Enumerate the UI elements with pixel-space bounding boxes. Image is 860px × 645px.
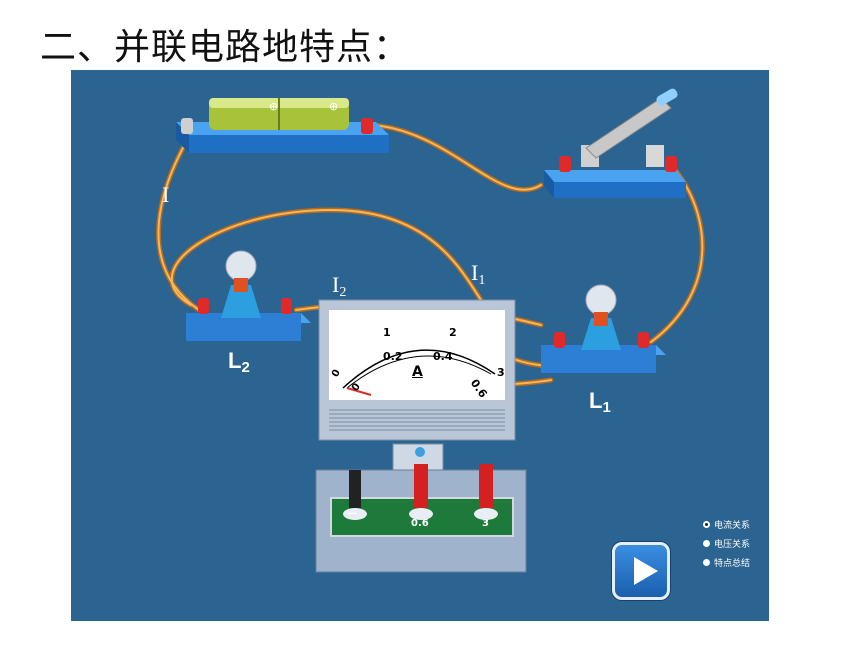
label-l1: L1 [589, 388, 611, 416]
option-current-relation[interactable]: 电流关系 [703, 515, 750, 534]
scale-lower-04: 0.4 [433, 350, 453, 363]
svg-text:⊕: ⊕ [329, 100, 338, 113]
lamp-l1 [541, 284, 666, 373]
lamp-l2 [186, 250, 311, 341]
label-i1: I1 [471, 260, 486, 288]
battery: ⊕ ⊕ [176, 98, 389, 153]
scale-upper-2: 2 [449, 326, 457, 339]
terminal-negative-label: — [347, 508, 357, 519]
ammeter-unit: A [412, 364, 423, 380]
circuit-animation: ⊕ ⊕ [71, 70, 769, 621]
scale-upper-1: 1 [383, 326, 391, 339]
terminal-06-label: 0.6 [411, 518, 429, 529]
mode-options: 电流关系 电压关系 特点总结 [703, 515, 750, 572]
ammeter [315, 299, 527, 573]
label-i-main: I [162, 182, 170, 207]
option-summary[interactable]: 特点总结 [703, 553, 750, 572]
switch [544, 88, 686, 198]
slide-title: 二、并联电路地特点： [40, 27, 411, 68]
label-l2: L2 [228, 348, 250, 376]
radio-icon [703, 559, 710, 566]
scale-lower-02: 0.2 [383, 350, 403, 363]
svg-text:⊕: ⊕ [269, 100, 278, 113]
option-voltage-relation[interactable]: 电压关系 [703, 534, 750, 553]
terminal-3-label: 3 [482, 518, 489, 529]
circuit-drawing: ⊕ ⊕ [156, 88, 705, 573]
radio-selected-icon [703, 521, 710, 528]
scale-upper-3: 3 [497, 366, 505, 379]
play-button[interactable] [612, 542, 670, 600]
radio-icon [703, 540, 710, 547]
label-i2: I2 [332, 272, 347, 300]
